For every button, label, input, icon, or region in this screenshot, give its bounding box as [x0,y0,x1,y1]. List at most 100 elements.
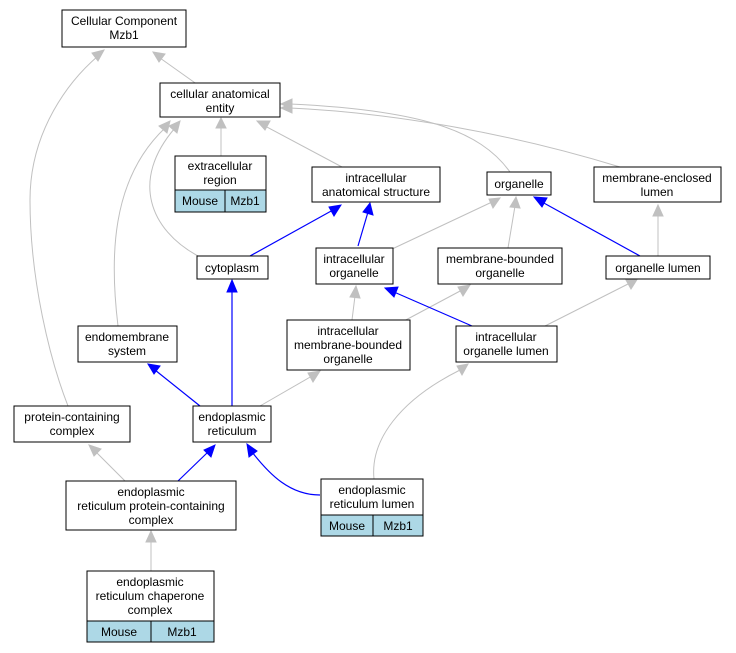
arrowhead [307,370,322,383]
edge-mbo-organelle [507,205,516,249]
tag-species-label: Mouse [329,519,365,533]
tag-gene [150,620,215,643]
node-intracellular-membrane-bounded-organelle[interactable]: intracellular membrane-bounded organelle [286,319,411,371]
edge-erpcc-pcc [95,451,126,482]
tag-species-label: Mouse [101,625,137,639]
edge-imbo-mbo [401,289,463,323]
node-label: anatomical structure [322,185,430,199]
node-label: organelle [323,352,373,366]
edge-er-imbo [259,375,313,407]
edge-cytoplasm-cae [149,127,199,257]
edge-iol-io [393,291,473,327]
edge-endomembrane-cae [113,127,166,327]
edge-erlumen-er [251,451,321,496]
node-label: complex [129,513,174,527]
node-label: cellular anatomical [170,87,269,101]
node-protein-containing-complex[interactable]: protein-containing complex [13,405,131,443]
arrowhead [509,195,521,209]
node-endoplasmic-reticulum[interactable]: endoplasmic reticulum [192,405,272,443]
node-er-chaperone-complex[interactable]: endoplasmic reticulum chaperone complex … [86,570,215,643]
tag-gene-label: Mzb1 [167,625,197,639]
node-label: reticulum lumen [330,497,415,511]
node-label: endomembrane [85,330,169,344]
arrowhead [625,277,640,290]
node-er-protein-containing-complex[interactable]: endoplasmic reticulum protein-containing… [65,480,237,531]
node-label: complex [50,424,95,438]
arrowhead [349,284,361,299]
node-intracellular-organelle[interactable]: intracellular organelle [315,247,394,285]
arrowhead [168,120,181,134]
node-cellular-component[interactable]: Cellular Component Mzb1 [61,9,187,48]
edge-complex-root [29,55,99,407]
edge-ol-organelle [541,201,641,257]
node-label: reticulum [208,424,257,438]
edge-mel-cae [289,107,621,168]
node-cellular-anatomical-entity[interactable]: cellular anatomical entity [159,82,281,118]
node-label: organelle [475,266,525,280]
arrowhead [203,444,216,458]
arrowhead [456,363,469,377]
node-label: reticulum protein-containing [77,499,224,513]
node-label: endoplasmic [338,483,405,497]
node-label: Cellular Component [71,14,178,28]
node-cytoplasm[interactable]: cytoplasm [196,255,269,280]
node-label: cytoplasm [205,261,259,275]
arrowhead [88,444,102,457]
arrowhead [488,197,502,210]
edge-iol-ol [544,282,631,327]
edges [29,49,664,571]
node-label: endoplasmic [117,485,184,499]
node-intracellular-anatomical-structure[interactable]: intracellular anatomical structure [311,166,441,203]
tag-gene-label: Mzb1 [383,519,413,533]
node-membrane-enclosed-lumen[interactable]: membrane-enclosed lumen [593,166,722,203]
node-label: organelle lumen [615,261,700,275]
node-label: lumen [641,185,674,199]
edge-erlumen-iol [373,369,461,480]
arrowhead [279,102,293,114]
arrowhead [255,120,271,131]
arrowhead [383,286,399,298]
tag-gene [224,189,267,213]
node-label: entity [206,101,235,115]
edge-io-ias [357,211,369,247]
tag-gene [372,514,424,537]
edge-cytoplasm-ias [249,209,334,257]
edge-ias-cae [264,125,343,168]
edge-cae-root [159,57,199,86]
node-label: intracellular [345,171,406,185]
arrowhead [246,442,258,458]
edge-erpcc-er [177,451,209,482]
node-label: membrane-bounded [446,252,554,266]
arrowhead [532,196,548,208]
node-label: intracellular [475,330,536,344]
node-intracellular-organelle-lumen[interactable]: intracellular organelle lumen [455,325,558,363]
arrowhead [145,529,157,543]
arrowhead [362,201,374,216]
arrowhead [152,51,166,63]
node-organelle[interactable]: organelle [486,171,552,196]
node-organelle-lumen[interactable]: organelle lumen [605,255,711,280]
node-label: protein-containing [24,410,119,424]
arrowhead [226,278,238,293]
edge-io-organelle [389,201,493,251]
edge-organelle-cae [289,103,511,173]
node-endomembrane-system[interactable]: endomembrane system [77,325,178,363]
arrowhead [147,363,161,375]
arrowhead [457,284,472,297]
arrowhead [652,203,664,217]
node-extracellular-region[interactable]: extracellular region Mouse Mzb1 [174,155,267,213]
node-label: organelle lumen [463,344,548,358]
node-label: Mzb1 [109,28,139,42]
arrowhead [328,204,343,217]
arrowhead [215,116,227,129]
node-membrane-bounded-organelle[interactable]: membrane-bounded organelle [437,247,563,285]
node-label: endoplasmic [198,410,265,424]
arrowhead [158,120,171,134]
node-label: reticulum chaperone [96,589,205,603]
tag-species-label: Mouse [182,194,218,208]
node-er-lumen[interactable]: endoplasmic reticulum lumen Mouse Mzb1 [320,478,424,537]
node-label: membrane-bounded [294,338,402,352]
node-label: organelle [494,177,544,191]
node-label: intracellular [317,324,378,338]
